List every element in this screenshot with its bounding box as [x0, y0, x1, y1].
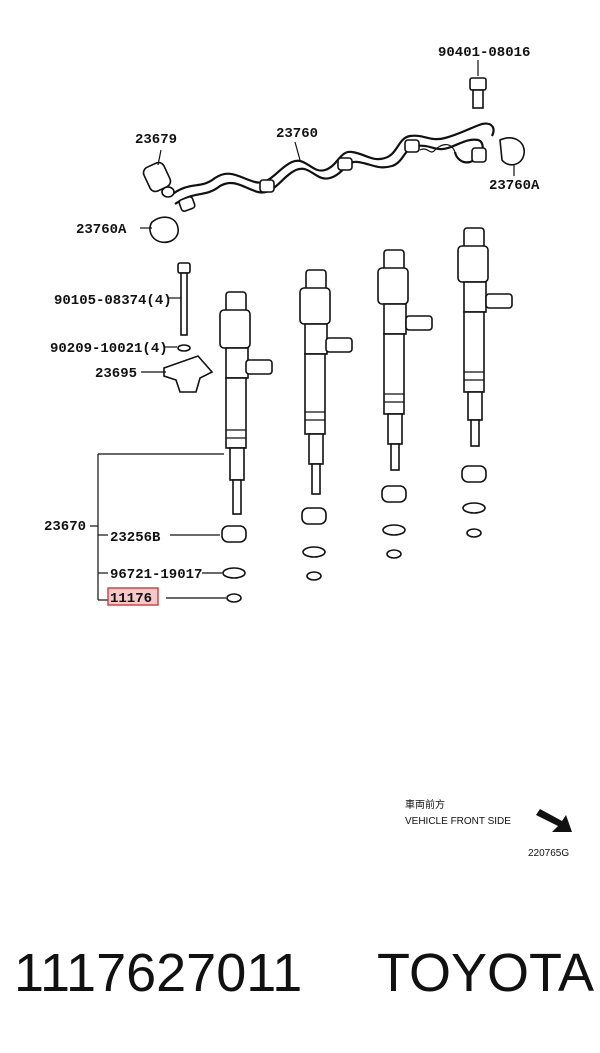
long-bolt: [168, 262, 191, 336]
front-arrow-icon: [536, 809, 572, 832]
fuel-line-assembly: [169, 122, 495, 212]
label-injector-assy: 23670: [44, 519, 86, 535]
label-clamp-right: 23760A: [489, 178, 540, 194]
label-seal-washer[interactable]: 11176: [110, 591, 152, 607]
label-gasket-cup: 23256B: [110, 530, 161, 546]
caption: 1117627011 TOYOTA: [14, 938, 594, 1008]
label-banjo: 23679: [135, 132, 177, 148]
caption-part-number: 1117627011: [14, 943, 303, 1003]
caption-brand: TOYOTA: [376, 943, 594, 1003]
highlight-seal-washer: [107, 587, 159, 606]
injector-2: [299, 269, 353, 495]
seal-set: [221, 465, 487, 603]
label-fuel-line: 23760: [276, 126, 318, 142]
assembly-bracket: [90, 453, 226, 601]
clamp-plate: [141, 355, 214, 393]
injector-3: [377, 249, 433, 471]
label-bolt-washer: 90209-10021(4): [50, 341, 168, 357]
front-note-en: VEHICLE FRONT SIDE: [405, 816, 511, 827]
diagram-id: 220765G: [528, 848, 569, 859]
clamp-left: [140, 216, 179, 244]
injector-4: [457, 227, 513, 447]
bolt-washer: [164, 344, 191, 352]
label-o-ring: 96721-19017: [110, 567, 202, 583]
top-bolt: [469, 60, 487, 109]
label-clamp-left: 23760A: [76, 222, 127, 238]
front-note-jp: 車両前方: [405, 798, 445, 811]
banjo-fitting: [142, 149, 175, 198]
label-long-bolt: 90105-08374(4): [54, 293, 172, 309]
label-clamp-plate: 23695: [95, 366, 137, 382]
label-bolt-top: 90401-08016: [438, 45, 530, 61]
injector-1: [219, 291, 273, 515]
clamp-right: [471, 137, 525, 176]
